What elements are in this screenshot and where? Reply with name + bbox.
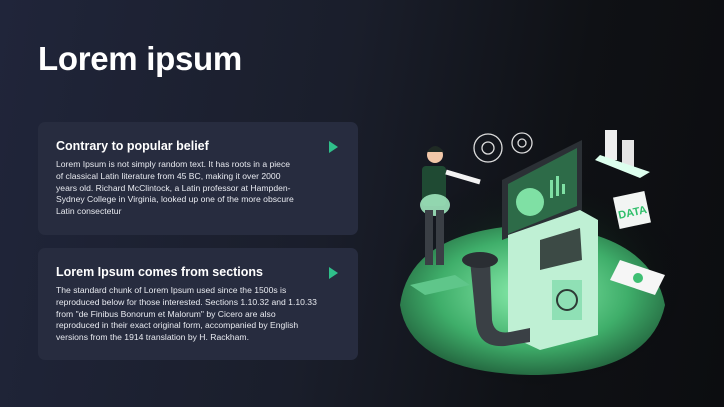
funnel-pipe: [462, 252, 530, 347]
info-card-2: Lorem Ipsum comes from sections The stan…: [38, 248, 358, 360]
person: [420, 146, 481, 265]
data-badge: [613, 191, 651, 229]
document-files: [595, 130, 650, 178]
card-heading: Contrary to popular belief: [56, 139, 209, 153]
card-body: Lorem Ipsum is not simply random text. I…: [56, 159, 294, 217]
info-card-1: Contrary to popular belief Lorem Ipsum i…: [38, 122, 358, 235]
report-sheet: [610, 260, 665, 295]
data-processing-illustration: DATA: [390, 130, 680, 390]
card-body: The standard chunk of Lorem Ipsum used s…: [56, 285, 317, 343]
card-heading: Lorem Ipsum comes from sections: [56, 265, 264, 279]
machine: [508, 210, 598, 350]
play-arrow-icon[interactable]: [329, 267, 338, 279]
play-arrow-icon[interactable]: [329, 141, 338, 153]
monitor: [502, 140, 582, 240]
step-stool: [410, 275, 470, 295]
page-title: Lorem ipsum: [38, 40, 242, 77]
data-badge-label: DATA: [617, 204, 648, 222]
gear-icon: [473, 132, 533, 163]
